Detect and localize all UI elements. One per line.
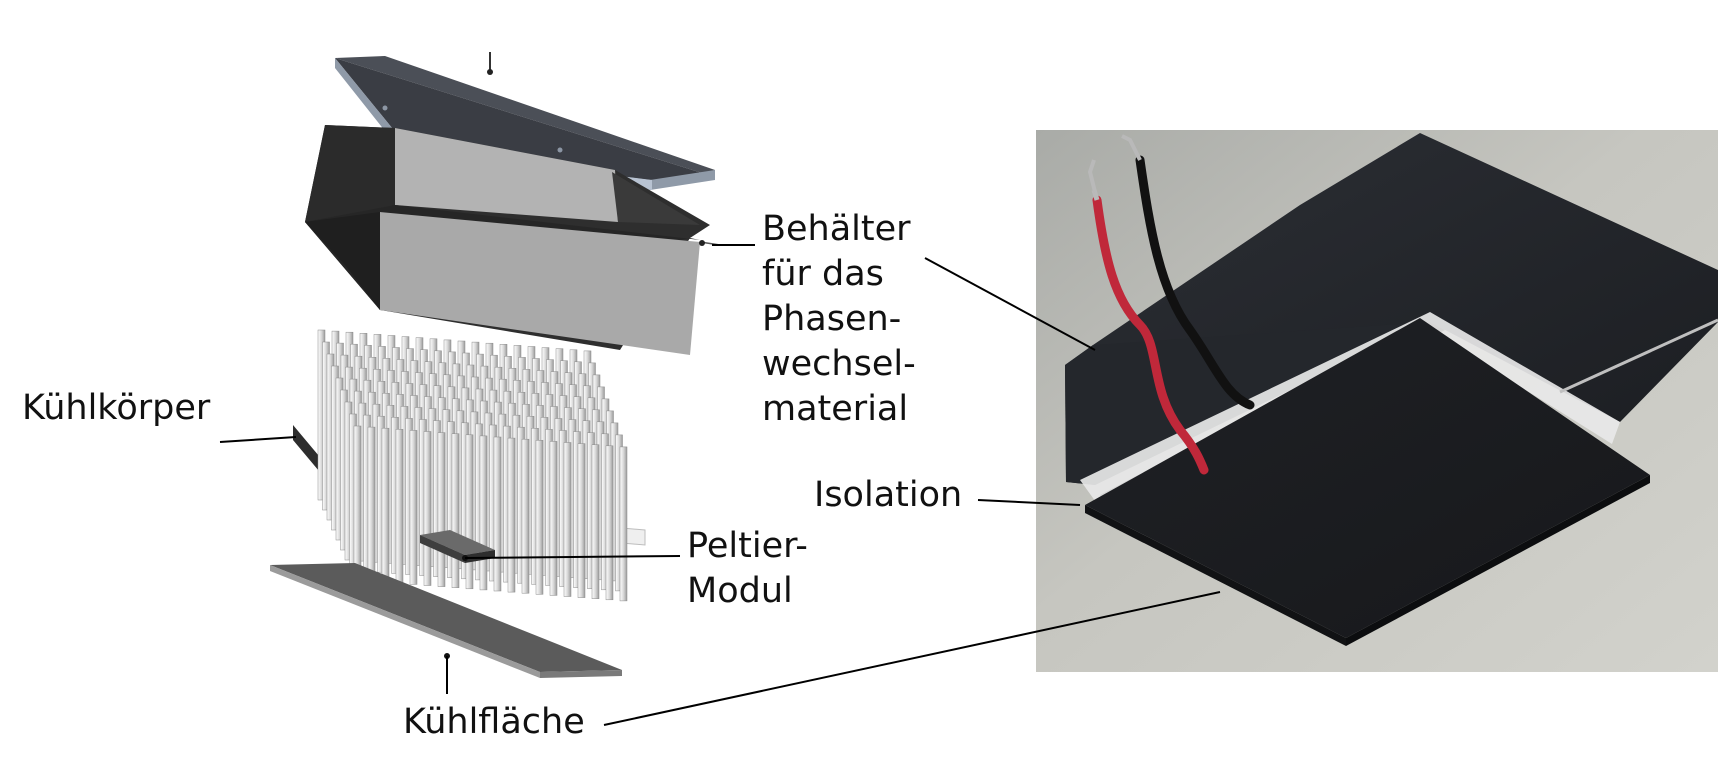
heat-sink-fin xyxy=(367,426,376,582)
heat-sink-fin xyxy=(381,427,390,583)
heat-sink-fin xyxy=(521,438,530,594)
cooling-plate-part xyxy=(270,563,622,678)
heat-sink-fin xyxy=(493,436,502,592)
heat-sink-fin xyxy=(577,443,586,598)
leader-kuehlflaeche-right xyxy=(603,591,1221,726)
heat-sink-fin xyxy=(451,433,460,588)
leader-peltier xyxy=(464,555,681,559)
heat-sink-fin xyxy=(535,440,544,595)
heat-sink-fin xyxy=(437,432,446,587)
heat-sink xyxy=(293,329,646,602)
heat-sink-fin xyxy=(563,442,572,597)
label-behaelter: Behälter für das Phasen- wechsel- materi… xyxy=(762,209,916,429)
photo-cables xyxy=(1087,134,1255,475)
leader-lines xyxy=(219,244,1221,726)
heat-sink-fin xyxy=(353,425,362,581)
leader-behaelter-right xyxy=(924,257,1096,351)
leader-isolation xyxy=(977,499,1081,506)
heat-sink-fin xyxy=(395,429,404,584)
photo-insulation xyxy=(1080,312,1620,505)
label-isolation: Isolation xyxy=(814,475,963,515)
heat-sink-fin xyxy=(507,437,516,593)
heat-sink-fin xyxy=(619,446,628,602)
label-kuehlkoerper: Kühlkörper xyxy=(22,388,211,428)
leader-kuehlkoerper xyxy=(219,436,297,443)
label-kuehlflaeche: Kühlfläche xyxy=(403,702,585,742)
heat-sink-fin xyxy=(465,434,474,590)
peltier-module-part xyxy=(420,530,495,563)
exploded-view xyxy=(270,52,721,678)
photo-box-bottom xyxy=(1085,318,1650,638)
heat-sink-fin xyxy=(591,444,600,599)
label-peltier-modul: Peltier- Modul xyxy=(687,526,808,611)
heat-sink-fin xyxy=(409,430,418,585)
photo-probe xyxy=(1559,318,1718,394)
heat-sink-fin xyxy=(479,435,488,591)
pcm-container xyxy=(305,125,721,355)
prototype-photo xyxy=(1036,130,1718,672)
heat-sink-fin xyxy=(605,445,614,601)
heat-sink-fin xyxy=(549,441,558,596)
heat-sink-fin xyxy=(423,431,432,586)
